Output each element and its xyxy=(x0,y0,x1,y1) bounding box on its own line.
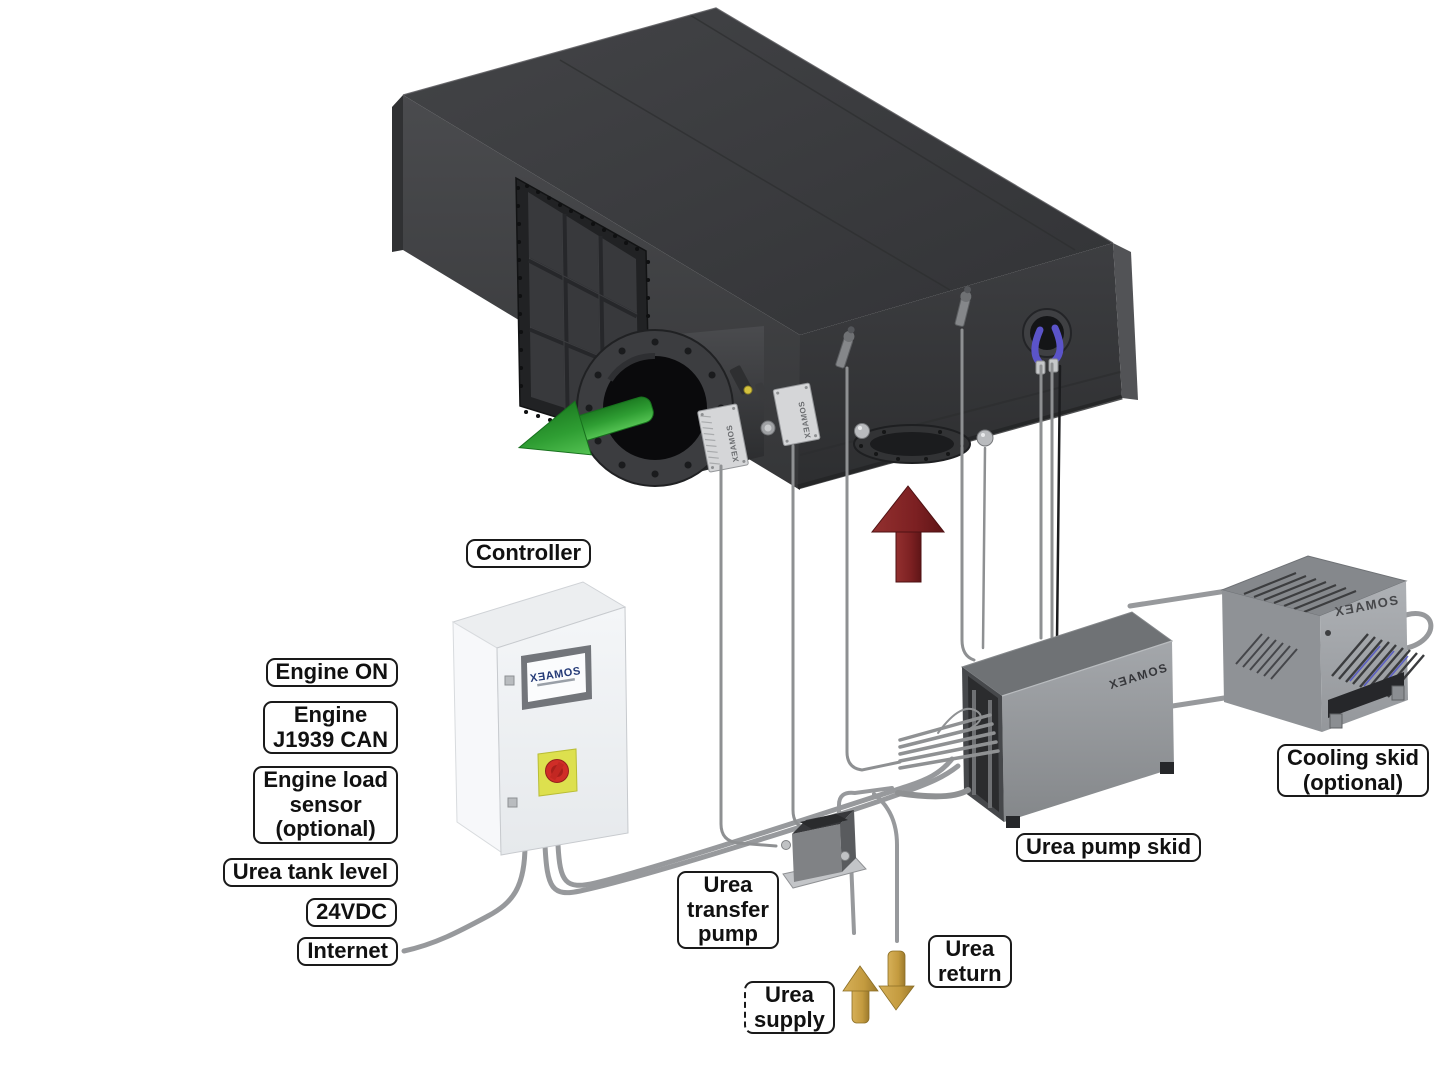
urea-transfer-pump-device xyxy=(781,810,867,889)
urea-return-arrow-icon xyxy=(878,950,915,1011)
signal-cable-1 xyxy=(542,763,961,896)
transfer-pump-outlet-pipe xyxy=(837,786,894,836)
label-internet: Internet xyxy=(297,937,398,966)
injector-cable-black xyxy=(1055,364,1062,643)
label-cooling-skid: Cooling skid (optional) xyxy=(1277,744,1429,798)
cooling-skid-device: XƎAMOS xyxy=(1220,555,1425,732)
cables-and-pipes xyxy=(401,328,1434,954)
sensor-cable-1 xyxy=(719,464,778,848)
urea-supply-arrow-icon xyxy=(842,965,879,1024)
controller-screen: XƎAMOS xyxy=(521,645,592,710)
label-urea-return: Urea return xyxy=(928,935,1012,989)
emergency-stop-switch xyxy=(537,748,578,797)
signal-cable-2 xyxy=(555,756,955,888)
urea-return-pipe xyxy=(872,792,899,943)
label-urea-pump-skid: Urea pump skid xyxy=(1016,833,1202,862)
ball-valve-2 xyxy=(976,429,994,447)
silencer-end-face xyxy=(1113,243,1138,400)
urea-pump-skid-device: XƎAMOS xyxy=(960,611,1174,828)
scr-silencer-housing: XƎAMOS XƎAMOS xyxy=(392,7,1138,490)
label-controller: Controller xyxy=(466,539,592,568)
pump-skid-tube-bundle xyxy=(895,707,1000,800)
exhaust-in-arrow-icon xyxy=(870,485,946,583)
silencer-top-face xyxy=(403,8,1113,335)
sensor-cable-2 xyxy=(791,444,808,830)
label-24vdc: 24VDC xyxy=(306,898,397,927)
probe-cable-1 xyxy=(845,366,902,772)
temp-probe-1 xyxy=(835,326,855,369)
controller-cabinet-device: XƎAMOS xyxy=(451,581,629,856)
nox-sensor-box-1: XƎAMOS xyxy=(697,403,749,473)
label-urea-tank-level: Urea tank level xyxy=(222,858,398,887)
exhaust-inlet-flange xyxy=(853,424,971,464)
label-engine-j1939-can: Engine J1939 CAN xyxy=(263,701,398,755)
label-engine-load-sensor: Engine load sensor (optional) xyxy=(253,766,398,844)
temp-probe-2 xyxy=(954,286,972,327)
nox-sensor-box-2: XƎAMOS xyxy=(772,382,821,447)
sensor-fittings xyxy=(729,365,776,436)
label-engine-on: Engine ON xyxy=(265,658,398,687)
exhaust-outlet-flange xyxy=(576,326,764,487)
label-urea-transfer-pump: Urea transfer pump xyxy=(677,871,779,949)
ball-valve-1 xyxy=(854,423,870,439)
cooling-loop-pipe xyxy=(1395,611,1434,652)
internet-cable xyxy=(401,842,528,954)
probe-cable-2 xyxy=(960,328,976,662)
label-urea-supply: Urea supply xyxy=(744,981,835,1035)
urea-injector-port xyxy=(1022,308,1072,375)
exhaust-out-arrow-icon xyxy=(517,396,654,456)
